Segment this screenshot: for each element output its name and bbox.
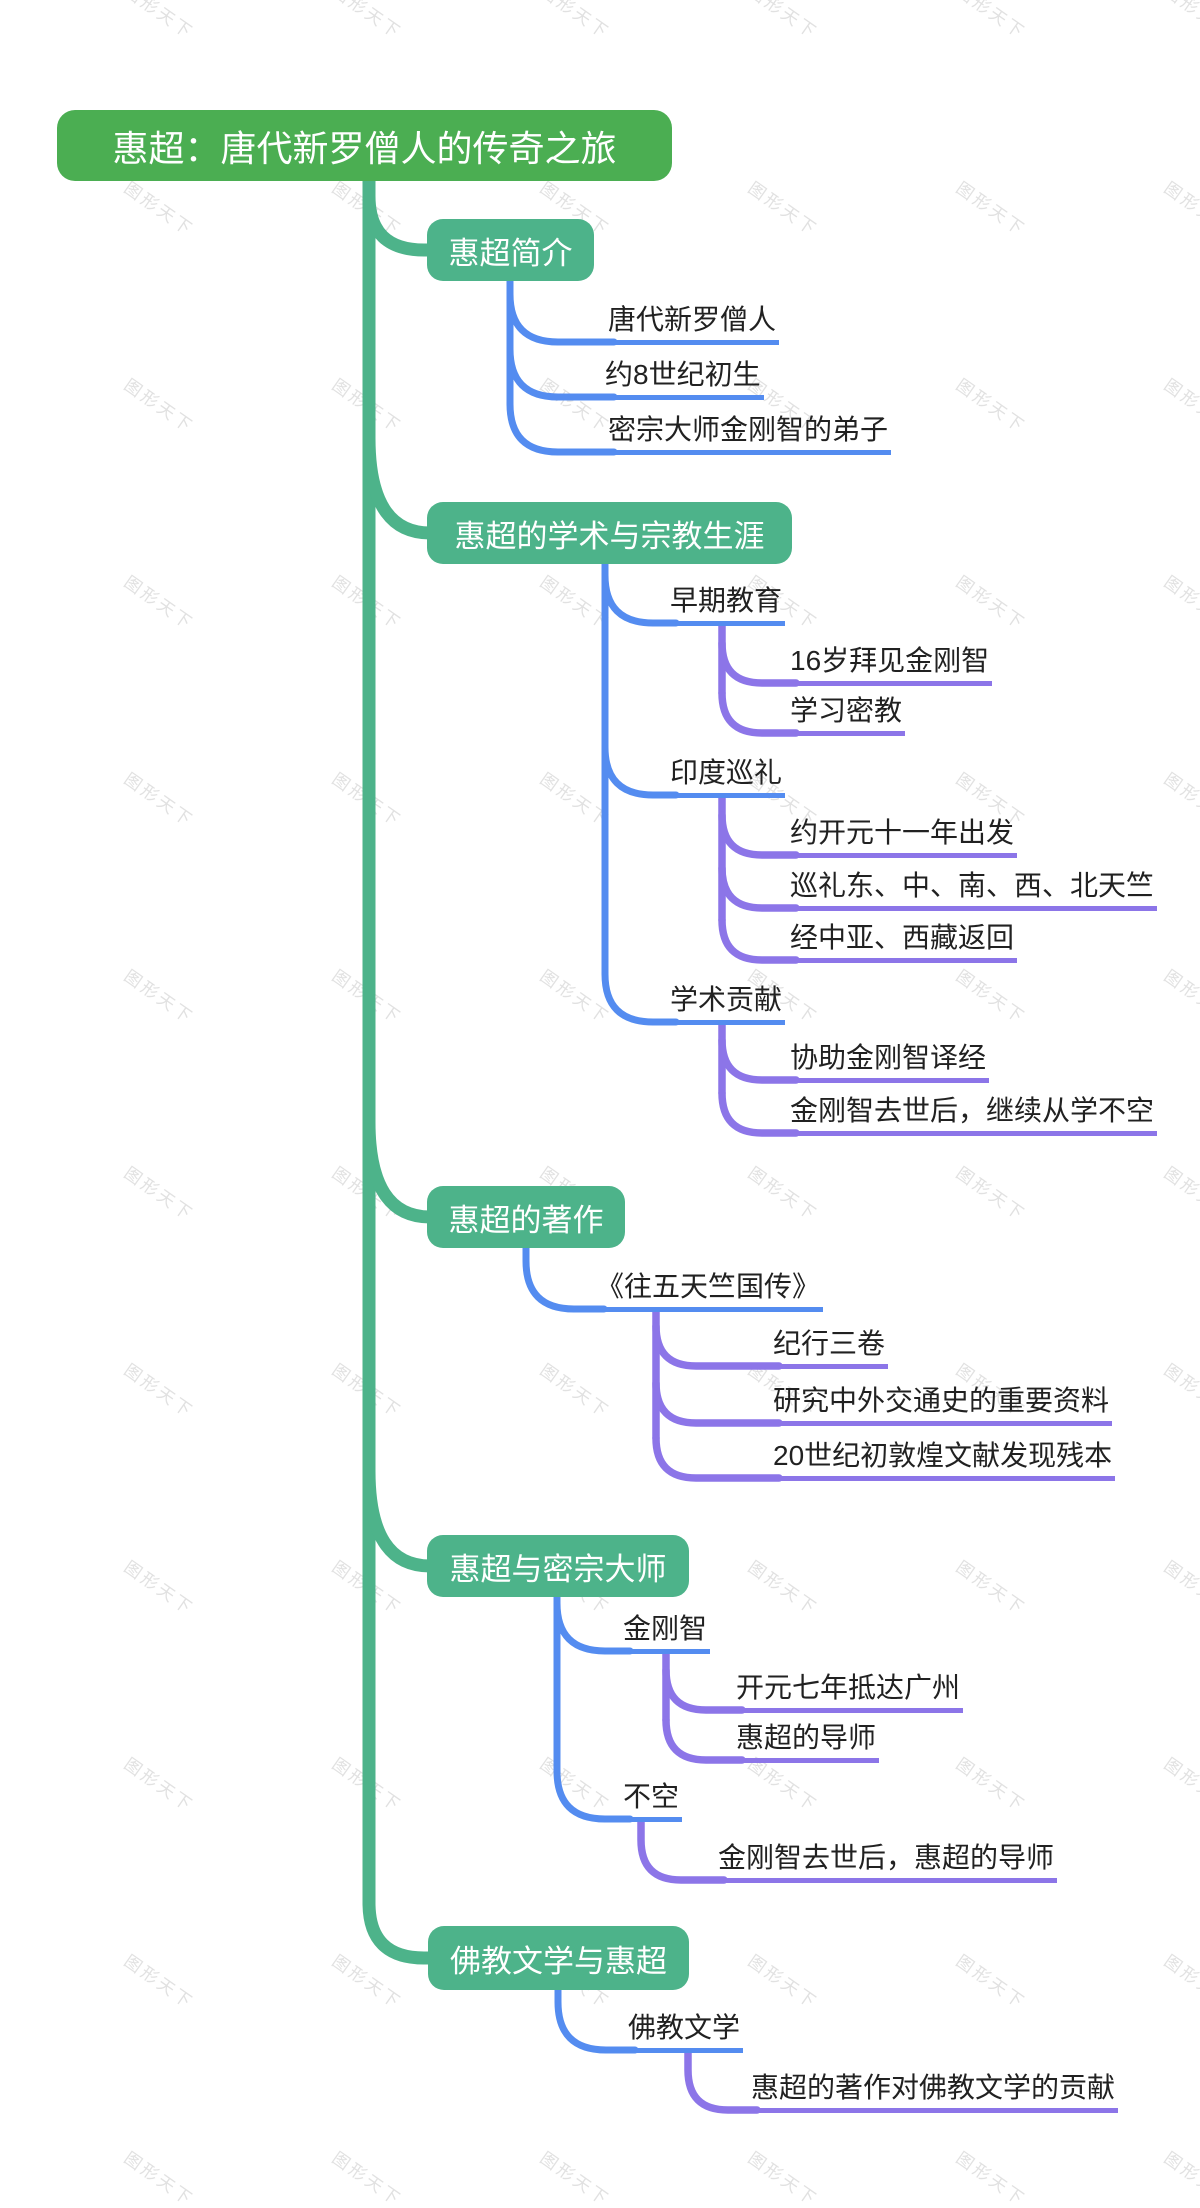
subtopic-item[interactable]: 20世纪初敦煌文献发现残本 xyxy=(770,1438,1116,1481)
branch-label: 惠超简介 xyxy=(448,235,573,271)
topic-item[interactable]: 学术贡献 xyxy=(667,982,786,1025)
trunk-branch-curve xyxy=(362,431,437,540)
subtopic-item[interactable]: 惠超的导师 xyxy=(733,1720,880,1763)
topic-item[interactable]: 金刚智 xyxy=(620,1611,711,1654)
sub-curve xyxy=(684,2048,761,2114)
topic-item[interactable]: 约8世纪初生 xyxy=(602,357,764,400)
subtopic-item[interactable]: 巡礼东、中、南、西、北天竺 xyxy=(787,868,1158,911)
sub-curve xyxy=(718,916,800,964)
branch-label: 惠超的著作 xyxy=(448,1202,604,1238)
sub-curve xyxy=(718,811,800,859)
branch-node-intro[interactable]: 惠超简介 xyxy=(427,219,594,281)
branch-label: 惠超与密宗大师 xyxy=(449,1551,667,1587)
topic-item[interactable]: 《往五天竺国传》 xyxy=(593,1269,824,1312)
branch-curve xyxy=(553,1767,634,1823)
branch-node-literature[interactable]: 佛教文学与惠超 xyxy=(428,1926,689,1990)
topic-item[interactable]: 印度巡礼 xyxy=(667,755,786,798)
branch-curve xyxy=(506,400,618,456)
sub-curve xyxy=(652,1434,783,1482)
subtopic-item[interactable]: 纪行三卷 xyxy=(770,1326,889,1369)
sub-curve xyxy=(652,1322,783,1370)
sub-curve xyxy=(662,1716,746,1764)
topic-item[interactable]: 早期教育 xyxy=(667,583,786,626)
branch-curve xyxy=(601,970,680,1026)
sub-curve xyxy=(718,864,800,912)
branch-curve xyxy=(506,290,618,346)
subtopic-item[interactable]: 惠超的著作对佛教文学的贡献 xyxy=(748,2070,1119,2113)
subtopic-item[interactable]: 经中亚、西藏返回 xyxy=(787,920,1018,963)
sub-curve xyxy=(718,1036,800,1084)
subtopic-item[interactable]: 协助金刚智译经 xyxy=(787,1040,990,1083)
sub-curve xyxy=(662,1666,746,1714)
sub-curve xyxy=(652,1379,783,1427)
mindmap-root[interactable]: 惠超：唐代新罗僧人的传奇之旅 xyxy=(57,110,672,181)
subtopic-item[interactable]: 金刚智去世后，惠超的导师 xyxy=(715,1840,1058,1883)
topic-item[interactable]: 密宗大师金刚智的弟子 xyxy=(605,412,892,455)
topic-item[interactable]: 佛教文学 xyxy=(625,2010,744,2053)
branch-node-career[interactable]: 惠超的学术与宗教生涯 xyxy=(427,502,792,564)
branch-node-masters[interactable]: 惠超与密宗大师 xyxy=(427,1535,689,1597)
branch-curve xyxy=(522,1242,608,1313)
branch-node-works[interactable]: 惠超的著作 xyxy=(427,1186,625,1248)
topic-item[interactable]: 唐代新罗僧人 xyxy=(605,302,780,345)
sub-curve xyxy=(718,639,800,687)
trunk-branch-curve xyxy=(362,189,440,257)
sub-curve xyxy=(718,1089,800,1137)
sub-curve xyxy=(637,1817,728,1884)
trunk-branch-curve xyxy=(362,1115,437,1224)
branch-label: 惠超的学术与宗教生涯 xyxy=(454,518,765,554)
topic-item[interactable]: 不空 xyxy=(620,1779,683,1822)
subtopic-item[interactable]: 学习密教 xyxy=(787,693,906,736)
branch-label: 佛教文学与惠超 xyxy=(450,1943,667,1979)
branch-curve xyxy=(601,743,680,799)
branch-curve xyxy=(601,571,680,627)
root-label: 惠超：唐代新罗僧人的传奇之旅 xyxy=(112,127,617,169)
trunk-branch-curve xyxy=(362,1464,437,1573)
subtopic-item[interactable]: 16岁拜见金刚智 xyxy=(787,643,993,686)
subtopic-item[interactable]: 开元七年抵达广州 xyxy=(733,1670,964,1713)
sub-curve xyxy=(718,689,800,737)
subtopic-item[interactable]: 金刚智去世后，继续从学不空 xyxy=(787,1093,1158,1136)
subtopic-item[interactable]: 研究中外交通史的重要资料 xyxy=(770,1383,1113,1426)
branch-curve xyxy=(553,1599,634,1655)
branch-curve xyxy=(554,1984,639,2054)
branch-curve xyxy=(506,345,618,401)
subtopic-item[interactable]: 约开元十一年出发 xyxy=(787,815,1018,858)
trunk-line xyxy=(362,171,440,1965)
